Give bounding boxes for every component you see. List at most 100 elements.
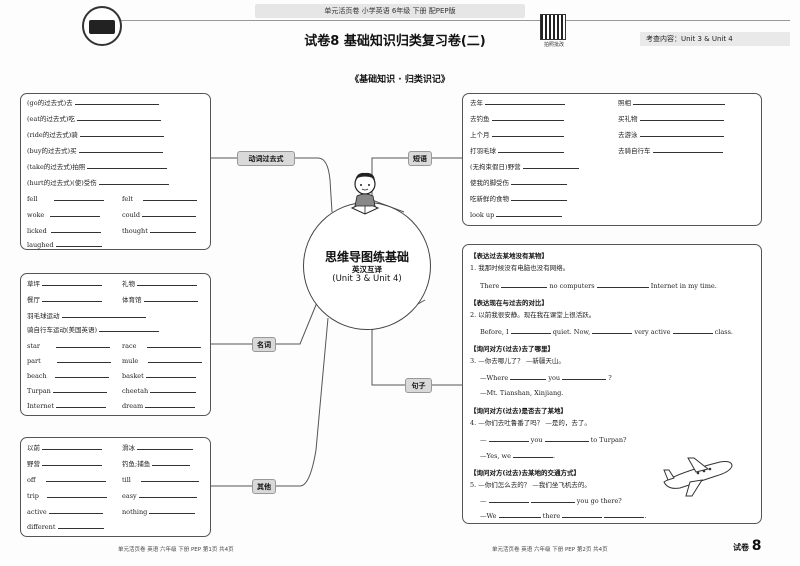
phrase-row: 去游泳	[618, 130, 724, 140]
answer-blank[interactable]	[488, 496, 529, 503]
answer-blank[interactable]	[145, 401, 196, 408]
answer-blank[interactable]	[510, 327, 551, 334]
answer-blank[interactable]	[61, 311, 146, 318]
noun-en-row: beach	[27, 371, 109, 381]
header-strip: 单元活页卷 小学英语 6年级 下册 配PEP版	[255, 4, 525, 18]
answer-blank[interactable]	[604, 511, 645, 518]
answer-blank[interactable]	[672, 327, 713, 334]
noun-cn-row: 羽毛球运动	[27, 311, 146, 321]
phrase-row: 打羽毛球	[470, 146, 565, 156]
answer-blank[interactable]	[42, 459, 103, 466]
answer-blank[interactable]	[544, 435, 589, 442]
verb-en-row: fell	[27, 194, 104, 204]
answer-blank[interactable]	[501, 281, 548, 288]
other-row: nothing	[122, 507, 196, 517]
qr-code-icon[interactable]	[540, 14, 566, 40]
noun-en-row: Turpan	[27, 386, 107, 396]
answer-blank[interactable]	[511, 178, 568, 185]
answer-blank[interactable]	[140, 475, 199, 482]
answer-blank[interactable]	[45, 475, 106, 482]
answer-blank[interactable]	[56, 401, 107, 408]
phrase-row: 上个月	[470, 130, 564, 140]
answer-blank[interactable]	[562, 511, 603, 518]
answer-blank[interactable]	[633, 98, 726, 105]
verbs-box	[20, 93, 211, 250]
answer-blank[interactable]	[496, 210, 563, 217]
answer-blank[interactable]	[42, 295, 103, 302]
answer-blank[interactable]	[142, 210, 197, 217]
answer-blank[interactable]	[510, 373, 547, 380]
answer-blank[interactable]	[149, 507, 196, 514]
noun-cn-row: 草坪	[27, 279, 103, 289]
verb-cn-row: (hurt的过去式)(使)受伤	[27, 178, 169, 188]
answer-blank[interactable]	[511, 194, 568, 201]
phrase-row: 去年	[470, 98, 566, 108]
answer-blank[interactable]	[55, 240, 102, 247]
category-sentences: 句子	[405, 378, 432, 393]
answer-blank[interactable]	[485, 98, 566, 105]
answer-blank[interactable]	[530, 496, 575, 503]
other-row: different	[27, 522, 104, 532]
qr-label: 拍照批改	[543, 42, 564, 48]
answer-blank[interactable]	[78, 146, 163, 153]
answer-blank[interactable]	[137, 443, 194, 450]
answer-blank[interactable]	[56, 356, 111, 363]
answer-blank[interactable]	[99, 325, 160, 332]
paper-number: 试卷 8	[733, 538, 762, 554]
phrase-row: 去钓鱼	[470, 114, 564, 124]
answer-blank[interactable]	[76, 114, 161, 121]
category-phrases: 短语	[408, 151, 432, 166]
sentence-answer: —We there .	[480, 511, 647, 520]
sentence-answer: —Yes, we .	[480, 451, 556, 460]
answer-blank[interactable]	[498, 511, 541, 518]
answer-blank[interactable]	[137, 279, 198, 286]
answer-blank[interactable]	[152, 459, 191, 466]
answer-blank[interactable]	[639, 130, 724, 137]
answer-blank[interactable]	[98, 178, 169, 185]
noun-en-row: basket	[122, 371, 196, 381]
answer-blank[interactable]	[54, 371, 109, 378]
answer-blank[interactable]	[149, 226, 196, 233]
answer-blank[interactable]	[592, 327, 633, 334]
answer-blank[interactable]	[596, 281, 649, 288]
answer-blank[interactable]	[50, 226, 101, 233]
verb-cn-row: (go的过去式)去	[27, 98, 159, 108]
answer-blank[interactable]	[145, 371, 196, 378]
answer-blank[interactable]	[79, 130, 164, 137]
verb-en-row: could	[122, 210, 197, 220]
answer-blank[interactable]	[143, 295, 198, 302]
answer-blank[interactable]	[74, 98, 159, 105]
sentence-prompt: 3. —你去哪儿了？ —新疆天山。	[470, 357, 565, 365]
answer-blank[interactable]	[146, 341, 201, 348]
answer-blank[interactable]	[52, 386, 107, 393]
answer-blank[interactable]	[42, 443, 103, 450]
answer-blank[interactable]	[562, 373, 607, 380]
answer-blank[interactable]	[498, 146, 565, 153]
answer-blank[interactable]	[138, 491, 197, 498]
answer-blank[interactable]	[42, 279, 103, 286]
sentence-prompt: 2. 以前我很安静。现在我在课堂上很活跃。	[470, 311, 596, 319]
answer-blank[interactable]	[48, 507, 103, 514]
answer-blank[interactable]	[56, 341, 111, 348]
sentence-answer: —Where you ?	[480, 373, 612, 382]
answer-blank[interactable]	[50, 210, 101, 217]
answer-blank[interactable]	[150, 386, 197, 393]
answer-blank[interactable]	[148, 356, 203, 363]
answer-blank[interactable]	[87, 162, 168, 169]
phrase-row: 去骑自行车	[618, 146, 723, 156]
answer-blank[interactable]	[513, 451, 554, 458]
answer-blank[interactable]	[488, 435, 529, 442]
answer-blank[interactable]	[522, 162, 579, 169]
category-others: 其他	[252, 479, 276, 494]
answer-blank[interactable]	[143, 194, 198, 201]
noun-en-row: dream	[122, 401, 196, 411]
sentence-prompt: 5. —你们怎么去的？ —我们坐飞机去的。	[470, 481, 591, 489]
answer-blank[interactable]	[639, 114, 724, 121]
answer-blank[interactable]	[652, 146, 723, 153]
answer-blank[interactable]	[491, 114, 564, 121]
sentence-heading: 【询问对方(过去)去了哪里】	[470, 345, 554, 353]
answer-blank[interactable]	[57, 522, 104, 529]
answer-blank[interactable]	[53, 194, 104, 201]
answer-blank[interactable]	[491, 130, 564, 137]
answer-blank[interactable]	[47, 491, 108, 498]
